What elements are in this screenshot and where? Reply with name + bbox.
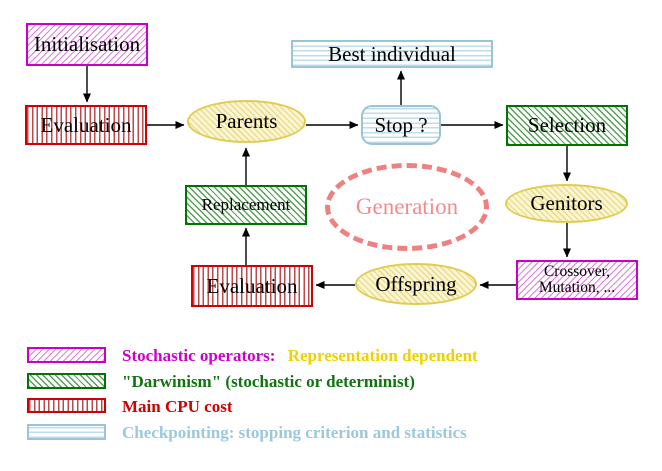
node-selection: Selection: [506, 105, 628, 146]
node-best-individual: Best individual: [291, 40, 493, 68]
legend-swatch-main-cpu-cost: [27, 398, 106, 413]
legend-swatch-darwinism: [27, 373, 106, 389]
legend-label-darwinism: "Darwinism" (stochastic or determinist): [122, 372, 415, 391]
node-offspring: Offspring: [355, 263, 477, 305]
legend-swatch-stochastic-operators: [27, 347, 106, 363]
node-stop: Stop ?: [361, 105, 441, 145]
node-evaluation-bottom: Evaluation: [191, 265, 313, 307]
legend-label-main-cpu-cost: Main CPU cost: [122, 397, 233, 416]
legend-swatch-checkpointing: [27, 424, 106, 440]
node-generation: Generation: [325, 163, 489, 251]
crossover-line1: Crossover,: [543, 262, 611, 280]
node-evaluation-top: Evaluation: [25, 105, 147, 145]
legend-label-checkpointing: Checkpointing: stopping criterion and st…: [122, 423, 467, 442]
crossover-line2: Mutation, ...: [538, 279, 616, 296]
legend-text-representation: Representation dependent: [287, 346, 478, 365]
node-parents: Parents: [187, 100, 306, 143]
node-genitors: Genitors: [505, 184, 628, 223]
legend-label-stochastic-operators: Stochastic operators: Representation dep…: [122, 346, 478, 366]
node-initialisation: Initialisation: [26, 23, 148, 66]
legend-text-stochastic: Stochastic operators:: [122, 346, 276, 365]
node-replacement: Replacement: [185, 185, 307, 225]
node-crossover-mutation: Crossover, Mutation, ...: [516, 260, 638, 300]
